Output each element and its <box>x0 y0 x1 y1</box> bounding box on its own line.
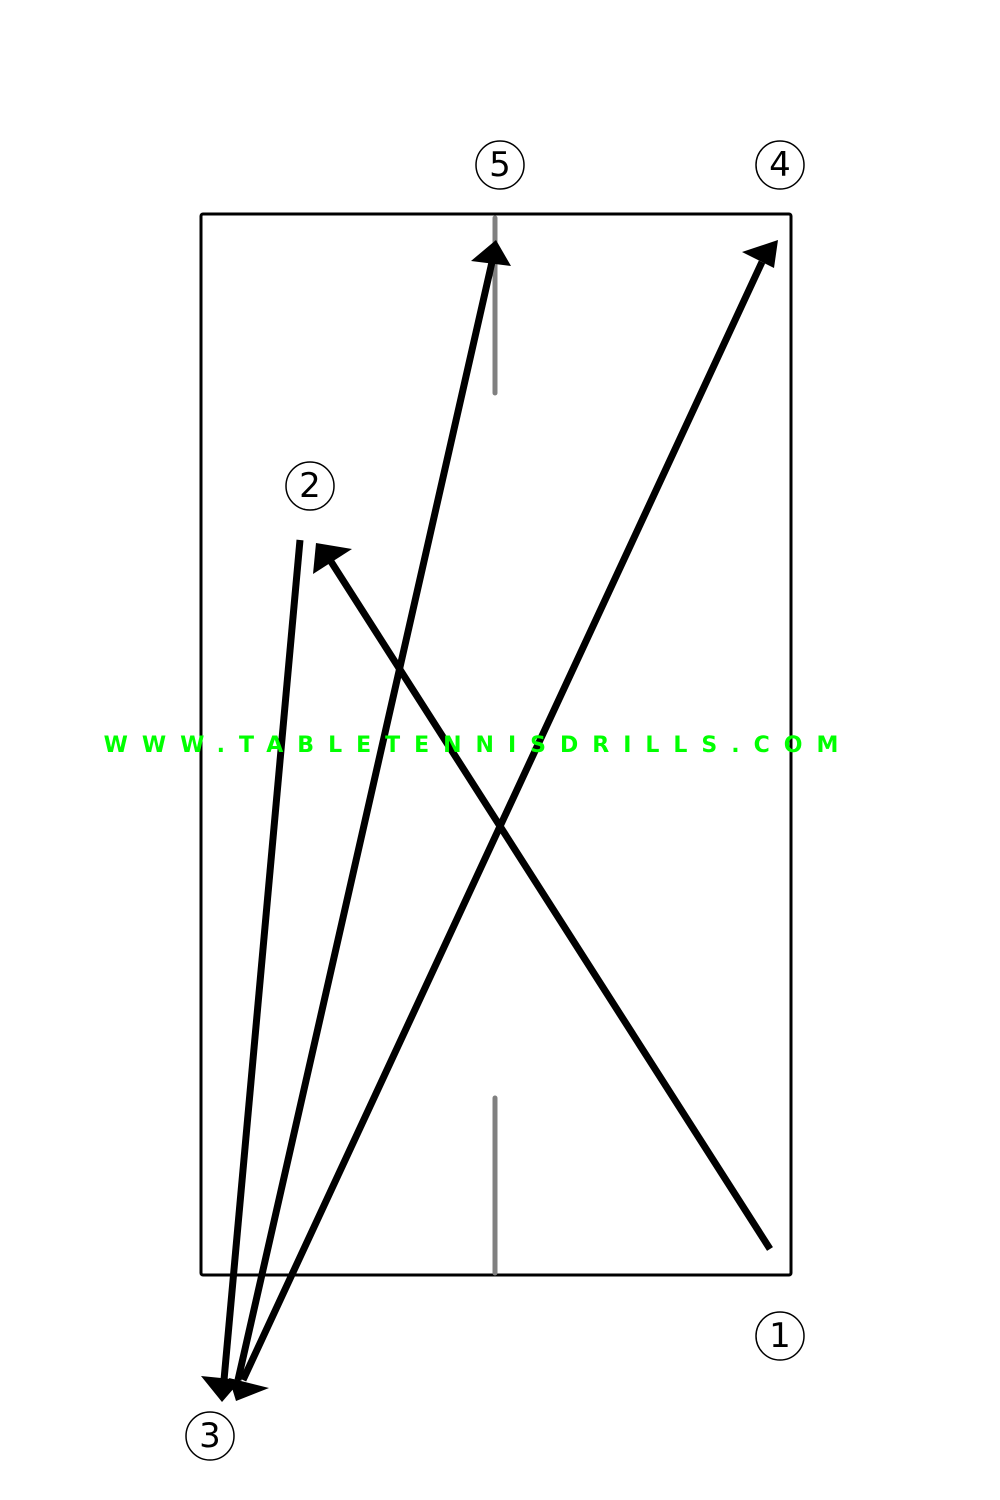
marker-4-circle <box>755 140 805 190</box>
marker-2-label: 2 <box>299 466 321 506</box>
shot-paths <box>201 240 778 1402</box>
path-3-to-4 <box>239 260 766 1382</box>
arrowhead-at-2 <box>313 543 352 574</box>
marker-5: 5 <box>475 140 525 190</box>
path-3-to-5 <box>234 261 496 1381</box>
marker-5-circle <box>475 140 525 190</box>
marker-1: 1 <box>755 1311 805 1361</box>
marker-3-label: 3 <box>199 1416 221 1456</box>
marker-1-label: 1 <box>769 1316 791 1356</box>
marker-5-label: 5 <box>489 145 511 185</box>
path-1-to-2 <box>327 558 773 1251</box>
arrowhead-at-5 <box>471 240 511 266</box>
marker-2: 2 <box>285 461 335 511</box>
marker-4-label: 4 <box>769 145 791 185</box>
arrowhead-at-4 <box>742 240 778 268</box>
marker-1-circle <box>755 1311 805 1361</box>
arrowhead-at-3-b <box>229 1378 269 1401</box>
marker-4: 4 <box>755 140 805 190</box>
marker-2-circle <box>285 461 335 511</box>
path-2-to-3 <box>220 539 304 1381</box>
marker-3: 3 <box>185 1411 235 1461</box>
marker-3-circle <box>185 1411 235 1461</box>
watermark-text: WWW.TABLETENNISDRILLS.COM <box>104 733 853 758</box>
